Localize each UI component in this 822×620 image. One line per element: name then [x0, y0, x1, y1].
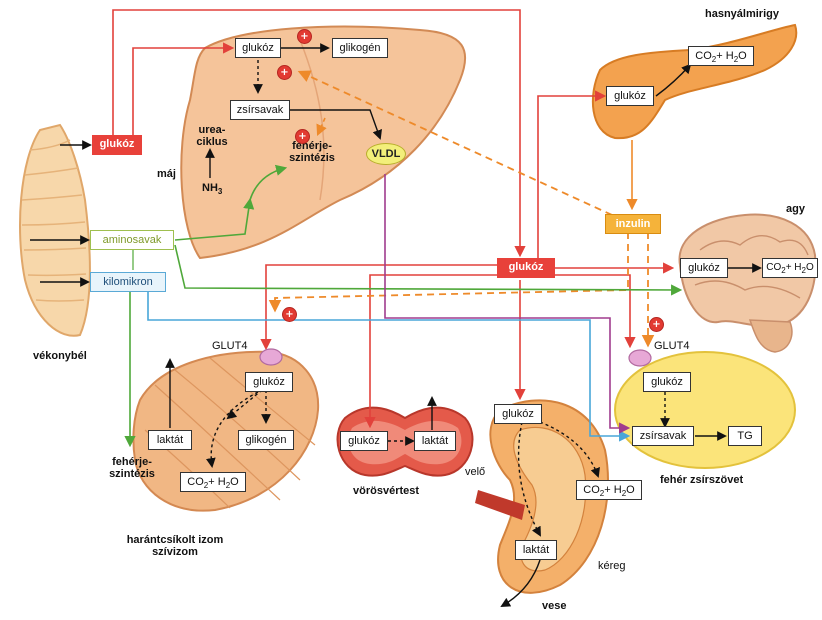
glucose-to-liver-path — [132, 42, 235, 145]
vldl-particle: VLDL — [366, 143, 406, 165]
muscle-co2-box: CO2+ H2O — [180, 472, 246, 492]
insulin-to-muscle-path — [268, 232, 629, 313]
adipose-fatty-acids-box: zsírsavak — [632, 426, 694, 446]
label-kidney: vese — [542, 600, 567, 612]
muscle-glut4-label: GLUT4 — [212, 340, 248, 352]
label-intestine: vékonybél — [33, 350, 87, 362]
kidney-co2-box: CO2+ H2O — [576, 480, 642, 500]
insulin-to-liver-path — [297, 70, 613, 216]
liver-glycogen-box: glikogén — [332, 38, 388, 58]
brain-glucose-box: glukóz — [680, 258, 728, 278]
muscle-glycogen-box: glikogén — [238, 430, 294, 450]
label-medulla: velő — [465, 466, 486, 478]
plus-marker-muscle: + — [283, 308, 296, 321]
muscle-lactate-arrow — [226, 389, 263, 420]
glucose-to-muscle-path — [260, 264, 497, 351]
plus-marker-glycogen: + — [298, 30, 311, 43]
adipose-glut4-label: GLUT4 — [654, 340, 690, 352]
label-adipose: fehér zsírszövet — [660, 474, 744, 486]
pancreas-glucose-box: glukóz — [606, 86, 654, 106]
amino-to-protein-path — [249, 164, 288, 201]
intestine-folds — [21, 139, 87, 302]
pancreas-shape — [591, 23, 798, 140]
muscle-ox-arrow — [205, 391, 259, 468]
glut4-muscle-icon — [259, 348, 283, 366]
label-liver: máj — [157, 168, 176, 180]
renal-vessel — [475, 490, 525, 520]
intestine-glucose-tag: glukóz — [92, 135, 142, 155]
kidney-glucose-box: glukóz — [494, 404, 542, 424]
adipose-glucose-box: glukóz — [643, 372, 691, 392]
glucose-to-pancreas-path — [537, 90, 607, 260]
rbc-lactate-box: laktát — [414, 431, 456, 451]
chylomicron-path — [147, 292, 631, 442]
label-pancreas: hasnyálmirigy — [705, 8, 779, 20]
muscle-lactate-box: laktát — [148, 430, 192, 450]
plus-marker-fatty-acids: + — [278, 66, 291, 79]
kidney-lactate-box: laktát — [515, 540, 557, 560]
muscle-glucose-box: glukóz — [245, 372, 293, 392]
glucose-to-adipose-path — [555, 274, 636, 349]
adipose-tg-box: TG — [728, 426, 762, 446]
glucose-to-rbc-path — [364, 274, 497, 429]
label-protein-synthesis-liver: fehérje-szintézis — [289, 140, 335, 164]
muscle-striations — [144, 357, 316, 509]
liver-glucose-box: glukóz — [235, 38, 281, 58]
brain-co2-box: CO2+ H2O — [762, 258, 818, 278]
kidney-out-arrow — [500, 559, 541, 607]
amino-to-liver-path — [174, 197, 255, 241]
label-cortex: kéreg — [598, 560, 626, 572]
kidney-ox-arrow — [539, 421, 600, 478]
amino-to-brain-path — [174, 244, 683, 296]
liver-fatty-acids-box: zsírsavak — [230, 100, 290, 120]
fa-vldl-arrow — [290, 109, 382, 140]
label-nh3: NH3 — [202, 182, 223, 197]
label-rbc: vörösvértest — [353, 485, 420, 497]
blood-glucose-tag: glukóz — [497, 258, 555, 278]
glut4-adipose-icon — [628, 349, 652, 367]
rbc-glucose-box: glukóz — [340, 431, 388, 451]
label-protein-synthesis-muscle: fehérje-szintézis — [109, 456, 155, 480]
intestine-shape — [19, 123, 91, 337]
plus-marker-protein: + — [296, 130, 309, 143]
brainstem-shape — [748, 319, 793, 353]
plus-marker-adipose: + — [650, 318, 663, 331]
brain-folds — [694, 235, 809, 299]
kidney-lactate-arrow — [517, 421, 541, 537]
chylomicron-tag: kilomikron — [90, 272, 166, 292]
glucose-main-path — [112, 9, 526, 258]
pancreas-co2-box: CO2+ H2O — [688, 46, 754, 66]
label-urea-cycle: urea-ciklus — [196, 124, 228, 148]
insulin-protein-path — [316, 117, 327, 137]
label-brain: agy — [786, 203, 805, 215]
liver-lobe-line — [299, 39, 325, 201]
adipose-shape — [614, 351, 796, 469]
insulin-tag: inzulin — [605, 214, 661, 234]
amino-acids-tag: aminosavak — [90, 230, 174, 250]
pancreas-ox-arrow — [655, 63, 692, 97]
vldl-path — [384, 174, 631, 434]
